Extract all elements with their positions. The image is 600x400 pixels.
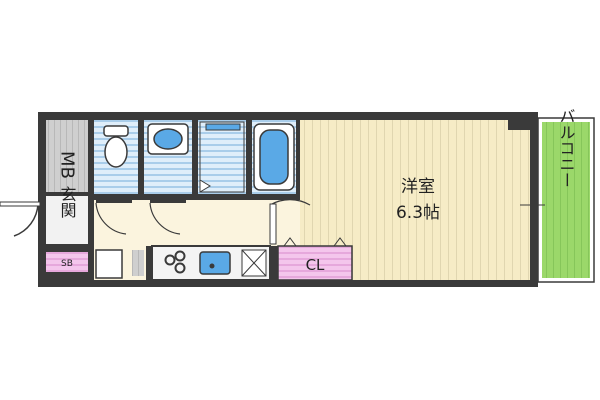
shower-area (199, 121, 245, 193)
entrance-label: 玄関 (58, 186, 77, 219)
entrance (46, 196, 88, 244)
bathtub-icon (259, 129, 289, 185)
stove-burner-icon (174, 250, 186, 262)
toilet-door (96, 200, 132, 203)
toilet-icon (104, 136, 128, 168)
closet (277, 245, 353, 281)
shower-head-icon (205, 123, 241, 131)
entrance-door-swing (2, 203, 39, 237)
closet-door-icon (283, 237, 297, 247)
shoe-box (46, 252, 88, 272)
balcony-label: バルコニー (557, 108, 576, 188)
toilet-door-swing (95, 202, 127, 235)
closet-label: CL (306, 256, 325, 274)
pillar (508, 120, 530, 130)
stove-burner-icon (174, 262, 186, 274)
storage (132, 250, 144, 276)
fridge-cross-icon (241, 249, 267, 277)
meter-box (46, 120, 88, 192)
washroom-door (150, 200, 186, 203)
shoe-box-label: SB (61, 259, 73, 269)
toilet-tank-icon (103, 125, 129, 137)
stove-burner-icon (164, 254, 176, 266)
entrance-door (0, 201, 41, 207)
closet-door-icon (333, 237, 347, 247)
main-room-name: 洋室 (401, 177, 435, 197)
room-door-swing (269, 199, 311, 206)
shower-room (198, 120, 246, 194)
balcony (542, 122, 590, 278)
washing-machine-space (95, 249, 123, 279)
hallway-floor (94, 200, 300, 246)
door-marker-icon (199, 179, 211, 193)
washroom-door-swing (149, 202, 181, 235)
meter-box-label: MB (57, 151, 78, 179)
main-room-size: 6.3帖 (396, 203, 440, 223)
washbasin-icon (153, 128, 183, 150)
room-door (269, 203, 277, 245)
sink-icon (199, 251, 231, 275)
sink-drain-icon (209, 263, 215, 269)
